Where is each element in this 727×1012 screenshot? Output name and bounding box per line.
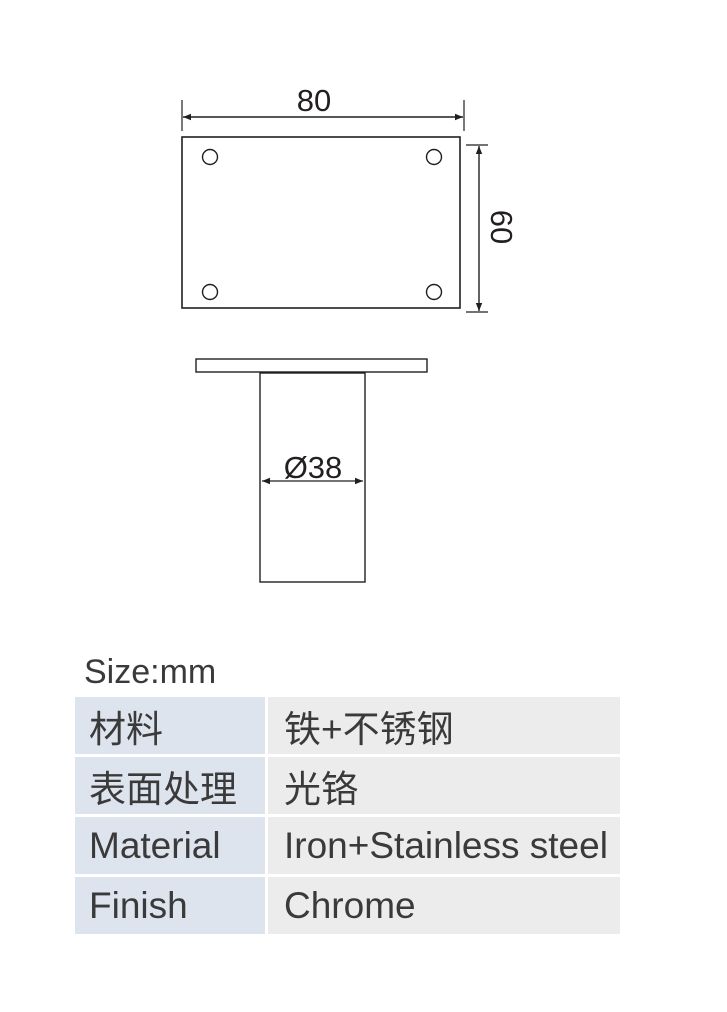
- leg-side-view: Ø38: [195, 358, 428, 583]
- width-dimension: 80: [181, 83, 465, 131]
- screw-hole-top-left: [201, 148, 219, 166]
- table-row: Material Iron+Stainless steel: [75, 817, 620, 874]
- table-row: Finish Chrome: [75, 877, 620, 934]
- screw-hole-bottom-left: [201, 283, 219, 301]
- table-row: 表面处理 光铬: [75, 757, 620, 814]
- spec-key-material-cn: 材料: [75, 697, 265, 754]
- spec-key-finish: Finish: [75, 877, 265, 934]
- screw-hole-bottom-right: [425, 283, 443, 301]
- technical-drawing: 80 60 Ø38: [181, 83, 519, 583]
- spec-value-finish-cn: 光铬: [268, 757, 620, 814]
- spec-value-finish: Chrome: [268, 877, 620, 934]
- screw-hole-top-right: [425, 148, 443, 166]
- spec-key-finish-cn: 表面处理: [75, 757, 265, 814]
- spec-value-material-cn: 铁+不锈钢: [268, 697, 620, 754]
- height-dimension: 60: [466, 144, 519, 313]
- size-unit-label: Size:mm: [84, 653, 217, 691]
- tube-diameter-label: Ø38: [284, 450, 343, 485]
- spec-value-material: Iron+Stainless steel: [268, 817, 620, 874]
- spec-table: 材料 铁+不锈钢 表面处理 光铬 Material Iron+Stainless…: [72, 694, 623, 937]
- plate-width-label: 80: [297, 83, 331, 118]
- plate-side-profile: [195, 358, 428, 373]
- tube-profile: [259, 372, 366, 583]
- spec-key-material: Material: [75, 817, 265, 874]
- table-row: 材料 铁+不锈钢: [75, 697, 620, 754]
- plate-height-label: 60: [484, 210, 519, 244]
- plate-outline: [181, 136, 461, 309]
- plate-top-view: [181, 136, 461, 309]
